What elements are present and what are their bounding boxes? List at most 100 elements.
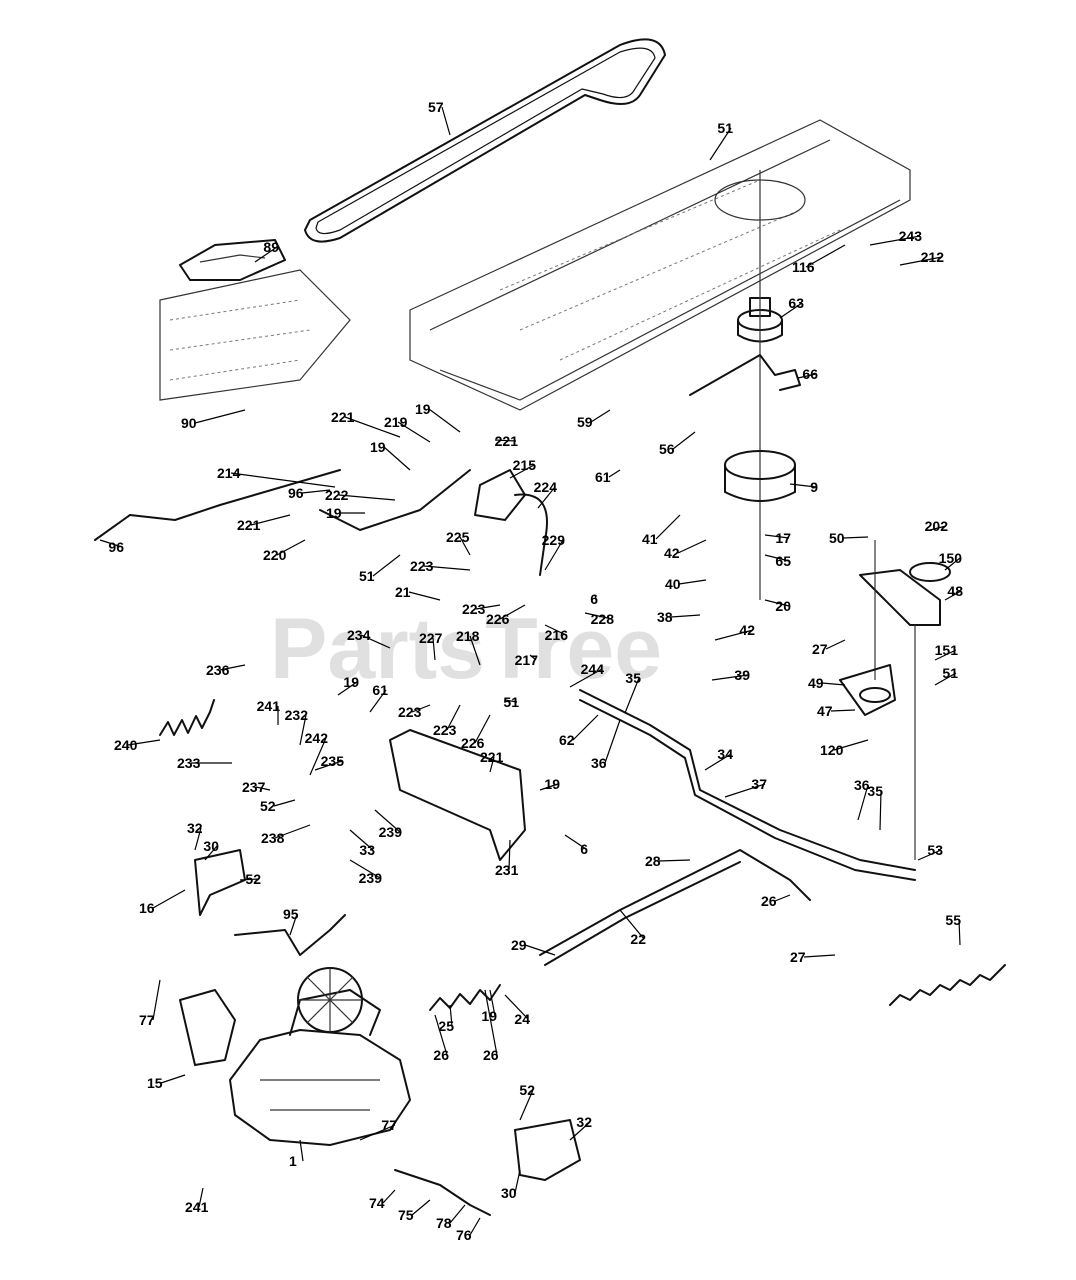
chassis-frame — [159, 119, 911, 411]
part-callout-label: 19 — [370, 439, 386, 455]
spring-center — [429, 984, 501, 1011]
leader-line — [789, 483, 817, 488]
part-callout-label: 20 — [775, 598, 791, 614]
leader-line — [899, 256, 943, 266]
part-callout-label: 37 — [751, 776, 767, 792]
part-callout-label: 221 — [237, 517, 261, 533]
leader-line — [299, 714, 307, 746]
part-callout-label: 226 — [486, 611, 510, 627]
part-callout-label: 17 — [775, 530, 791, 546]
part-callout-label: 21 — [395, 584, 411, 600]
leader-line — [869, 235, 921, 246]
part-callout-label: 36 — [591, 755, 607, 771]
part-callout-label: 51 — [359, 568, 375, 584]
part-callout-label: 29 — [511, 937, 527, 953]
part-callout-label: 223 — [462, 601, 486, 617]
leader-line — [127, 739, 161, 746]
part-callout-label: 6 — [590, 591, 598, 607]
part-callout-label: 65 — [775, 553, 791, 569]
leader-line — [879, 790, 882, 831]
part-callout-label: 218 — [456, 628, 480, 644]
part-callout-label: 225 — [446, 529, 470, 545]
leader-line — [934, 672, 957, 686]
part-callout-label: 214 — [217, 465, 241, 481]
leader-line — [514, 1169, 521, 1194]
part-callout-label: 227 — [419, 630, 443, 646]
part-callout-label: 26 — [483, 1047, 499, 1063]
part-callout-label: 51 — [503, 694, 519, 710]
brake-rod — [539, 849, 811, 956]
part-callout-label: 16 — [139, 900, 155, 916]
part-callout-label: 75 — [398, 1207, 414, 1223]
idler-bracket — [859, 569, 941, 626]
part-callout-label: 222 — [325, 487, 349, 503]
part-callout-label: 42 — [739, 622, 755, 638]
leader-line — [774, 894, 791, 902]
drive-belt-inner — [315, 47, 656, 235]
leader-line — [411, 1199, 431, 1216]
leader-line — [797, 373, 817, 379]
leader-line — [194, 827, 202, 851]
leader-line — [250, 514, 291, 526]
part-callout-label: 47 — [817, 703, 833, 719]
leader-line — [432, 637, 436, 661]
leader-line — [764, 554, 790, 562]
part-callout-label: 90 — [181, 415, 197, 431]
leader-line — [830, 709, 856, 712]
part-callout-label: 19 — [343, 674, 359, 690]
axle-bracket-top — [194, 849, 246, 916]
part-callout-label: 38 — [657, 609, 673, 625]
leader-line — [359, 1124, 396, 1141]
part-callout-label: 243 — [899, 228, 923, 244]
leader-line — [672, 431, 696, 450]
leader-line — [160, 1074, 186, 1084]
leader-line — [449, 1204, 466, 1224]
leader-line — [825, 639, 846, 650]
part-callout-label: 1 — [289, 1153, 297, 1169]
leader-line — [604, 719, 621, 764]
part-callout-label: 22 — [630, 931, 646, 947]
leader-line — [314, 760, 343, 771]
part-callout-label: 61 — [595, 469, 611, 485]
brake-pedal — [474, 469, 526, 521]
leader-line — [805, 244, 846, 268]
part-callout-label: 220 — [263, 547, 287, 563]
leader-line — [655, 514, 681, 540]
part-callout-label: 26 — [761, 893, 777, 909]
part-callout-label: 27 — [812, 641, 828, 657]
part-callout-label: 237 — [242, 779, 266, 795]
leader-line — [349, 829, 374, 851]
leader-line — [494, 439, 517, 442]
leader-line — [670, 614, 701, 618]
leader-line — [219, 664, 246, 671]
part-callout-label: 50 — [829, 530, 845, 546]
leader-line — [929, 525, 947, 531]
leader-line — [383, 446, 411, 471]
part-callout-label: 240 — [114, 737, 138, 753]
leader-line — [474, 714, 491, 744]
leader-line — [569, 668, 603, 688]
leader-line — [441, 106, 451, 136]
part-callout-label: 120 — [820, 742, 844, 758]
leader-line — [509, 464, 535, 479]
leader-line — [944, 557, 961, 571]
part-callout-label: 56 — [659, 441, 675, 457]
leader-line — [544, 539, 564, 571]
part-callout-label: 229 — [542, 532, 566, 548]
part-callout-label: 6 — [580, 841, 588, 857]
leader-line — [714, 629, 754, 641]
leader-line — [499, 604, 526, 620]
leader-line — [349, 859, 381, 879]
leader-line — [857, 784, 869, 821]
part-callout-label: 219 — [384, 414, 408, 430]
part-callout-label: 217 — [515, 652, 539, 668]
part-callout-label: 66 — [802, 366, 818, 382]
leader-line — [572, 714, 599, 741]
part-callout-label: 239 — [379, 824, 403, 840]
part-callout-label: 221 — [480, 749, 504, 765]
part-callout-label: 48 — [947, 583, 963, 599]
leader-line — [508, 839, 511, 871]
leader-line — [475, 604, 501, 610]
part-callout-label: 40 — [665, 576, 681, 592]
